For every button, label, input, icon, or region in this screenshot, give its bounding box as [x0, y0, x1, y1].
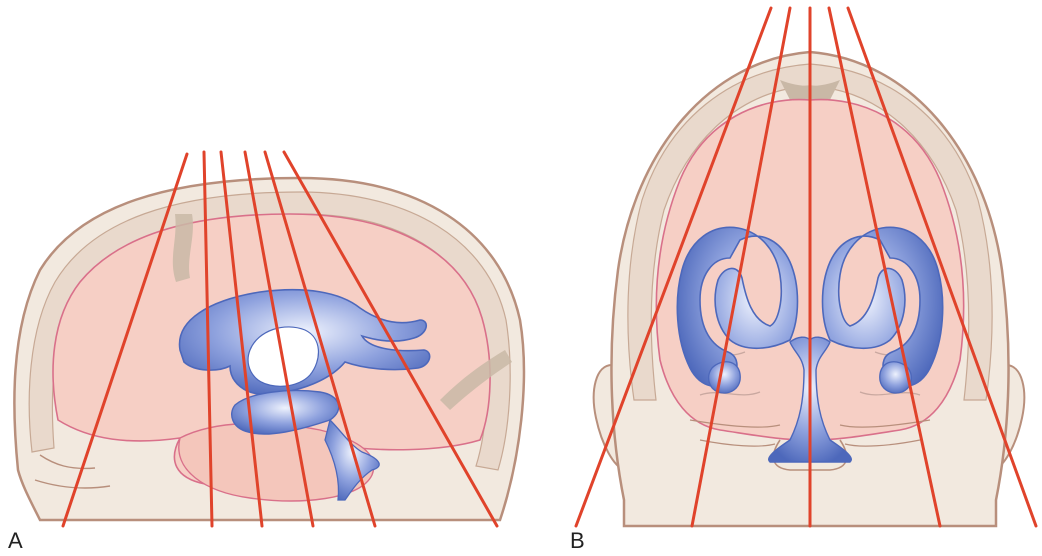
- panel-a-sagittal-view: A: [8, 152, 524, 553]
- panel-b-left-temporal-horn: [709, 362, 741, 393]
- panel-b-coronal-view: B: [570, 8, 1036, 553]
- panel-b-label: B: [570, 528, 585, 553]
- panel-a-label: A: [8, 528, 23, 553]
